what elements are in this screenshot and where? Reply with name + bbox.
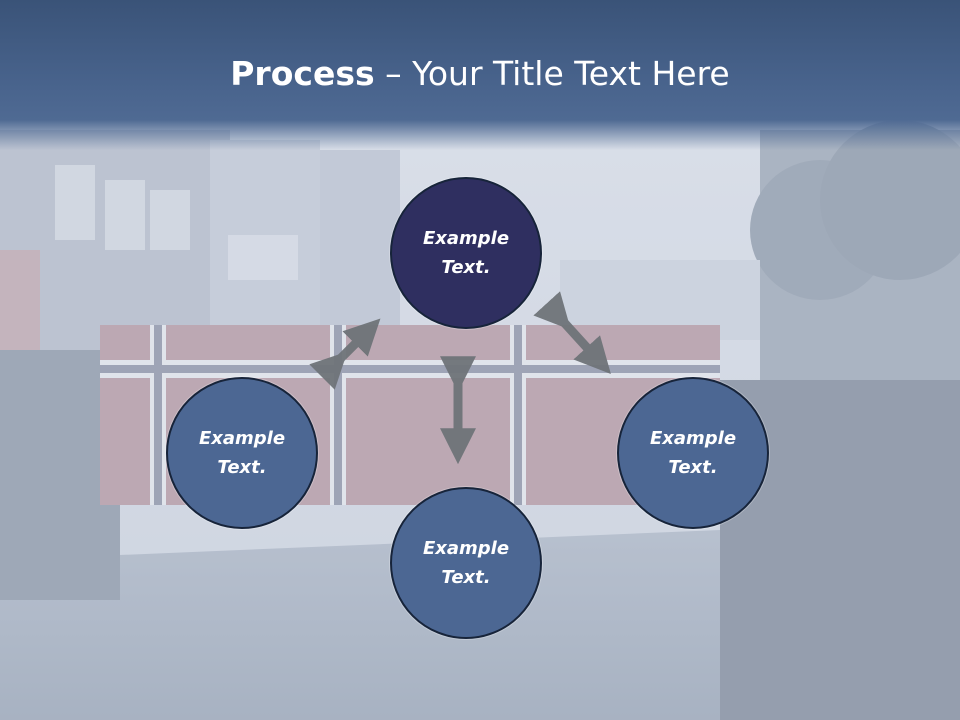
title-bold: Process — [230, 54, 375, 93]
slide-title: Process – Your Title Text Here — [0, 52, 960, 96]
process-node-bottom[interactable]: Example Text. — [390, 487, 542, 639]
node-label: Example Text. — [649, 428, 737, 478]
process-node-right[interactable]: Example Text. — [617, 377, 769, 529]
node-label: Example Text. — [422, 538, 510, 588]
title-bar — [0, 0, 960, 150]
node-label: Example Text. — [422, 228, 510, 278]
process-node-left[interactable]: Example Text. — [166, 377, 318, 529]
process-node-top[interactable]: Example Text. — [390, 177, 542, 329]
title-rest: – Your Title Text Here — [374, 54, 730, 93]
node-label: Example Text. — [198, 428, 286, 478]
